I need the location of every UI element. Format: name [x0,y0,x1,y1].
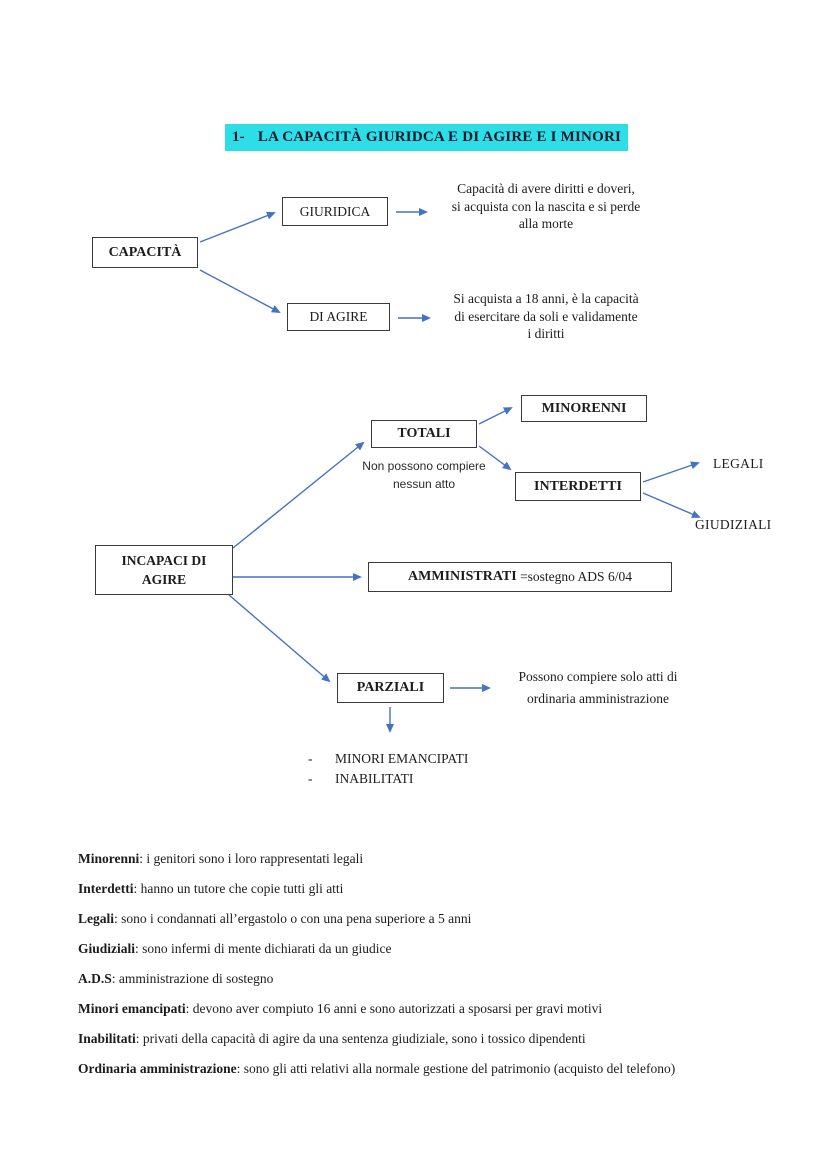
di-agire-description-line: Si acquista a 18 anni, è la capacità [453,291,639,306]
incapaci-line: AGIRE [141,572,187,587]
list-dash: - [308,751,313,766]
list-text: INABILITATI [335,771,414,786]
definition-text: : amministrazione di sostegno [111,971,274,986]
node-incapaci-di-agire: INCAPACI DI AGIRE [95,545,233,595]
definition-text: : i genitori sono i loro rappresentati l… [139,851,364,866]
definition-term: Interdetti [78,881,134,896]
list-dash: - [308,771,313,786]
giuridica-description: Capacità di avere diritti e doveri, si a… [440,180,652,233]
node-parziali: PARZIALI [337,673,444,703]
node-giuridica: GIURIDICA [282,197,388,226]
definition-row: A.D.S: amministrazione di sostegno [78,971,778,1001]
definition-term: Minori emancipati [78,1001,186,1016]
parziali-description: Possono compiere solo atti di ordinaria … [500,666,696,710]
definition-text: : sono gli atti relativi alla normale ge… [236,1061,676,1076]
node-amministrati: AMMINISTRATI =sostegno ADS 6/04 [368,562,672,592]
title-number: 1- [231,129,245,145]
page-title: 1- LA CAPACITÀ GIURIDCA E DI AGIRE E I M… [225,124,628,151]
totali-note-line: Non possono compiere [362,459,486,473]
di-agire-description: Si acquista a 18 anni, è la capacità di … [440,290,652,343]
giuridica-description-line: Capacità di avere diritti e doveri, [457,181,635,196]
definition-text: : sono infermi di mente dichiarati da un… [135,941,392,956]
definition-term: Minorenni [78,851,140,866]
definition-row: Minori emancipati: devono aver compiuto … [78,1001,778,1031]
definition-text: : devono aver compiuto 16 anni e sono au… [185,1001,603,1016]
definition-term: A.D.S [78,971,112,986]
amministrati-label: AMMINISTRATI [408,569,517,584]
list-item: - MINORI EMANCIPATI [308,751,468,771]
title-text: LA CAPACITÀ GIURIDCA E DI AGIRE E I MINO… [257,129,622,145]
definition-text: : sono i condannati all’ergastolo o con … [114,911,472,926]
definition-row: Inabilitati: privati della capacità di a… [78,1031,778,1061]
node-di-agire: DI AGIRE [287,303,390,331]
node-totali: TOTALI [371,420,477,448]
definition-term: Inabilitati [78,1031,136,1046]
definition-term: Ordinaria amministrazione [78,1061,237,1076]
definition-term: Giudiziali [78,941,136,956]
parziali-description-line: Possono compiere solo atti di [518,669,678,684]
node-interdetti: INTERDETTI [515,472,641,501]
definitions-list: Minorenni: i genitori sono i loro rappre… [78,851,778,1091]
di-agire-description-line: i diritti [527,326,565,341]
amministrati-note: =sostegno ADS 6/04 [516,569,632,584]
definition-row: Giudiziali: sono infermi di mente dichia… [78,941,778,971]
definition-text: : hanno un tutore che copie tutti gli at… [133,881,344,896]
definition-row: Minorenni: i genitori sono i loro rappre… [78,851,778,881]
parziali-list: - MINORI EMANCIPATI - INABILITATI [308,751,468,791]
list-item: - INABILITATI [308,771,468,791]
giuridica-description-line: alla morte [518,216,574,231]
totali-note: Non possono compiere nessun atto [350,457,498,493]
list-text: MINORI EMANCIPATI [335,751,469,766]
definition-row: Ordinaria amministrazione: sono gli atti… [78,1061,778,1091]
node-minorenni: MINORENNI [521,395,647,422]
di-agire-description-line: di esercitare da soli e validamente [454,308,638,324]
parziali-description-line: ordinaria amministrazione [526,691,670,706]
label-giudiziali: GIUDIZIALI [695,517,772,532]
node-capacita: CAPACITÀ [92,237,198,268]
definition-row: Interdetti: hanno un tutore che copie tu… [78,881,778,911]
incapaci-line: INCAPACI DI [121,553,207,568]
giuridica-description-line: si acquista con la nascita e si perde [451,198,641,214]
definition-term: Legali [78,911,114,926]
label-legali: LEGALI [713,456,764,471]
definition-row: Legali: sono i condannati all’ergastolo … [78,911,778,941]
definition-text: : privati della capacità di agire da una… [135,1031,586,1046]
totali-note-line: nessun atto [392,477,456,491]
